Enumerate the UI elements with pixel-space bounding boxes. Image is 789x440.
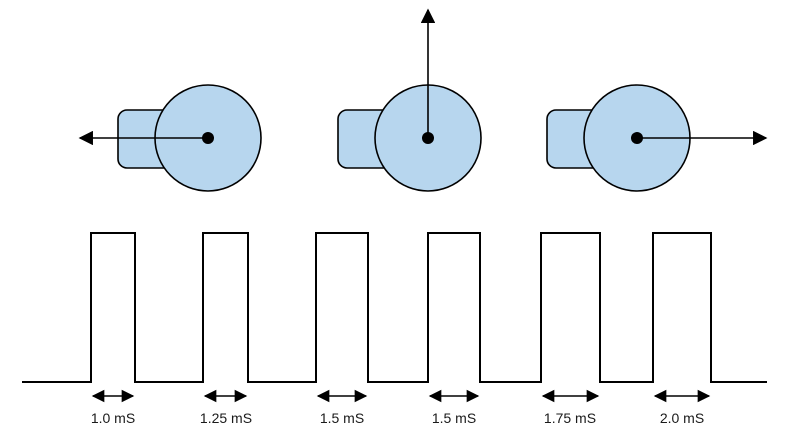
servo-right bbox=[546, 84, 768, 192]
pivot-dot bbox=[202, 132, 214, 144]
pulse-label: 1.5 mS bbox=[432, 410, 476, 426]
pulse-label: 1.0 mS bbox=[91, 410, 135, 426]
pulse-label: 1.75 mS bbox=[544, 410, 596, 426]
servo-center bbox=[337, 8, 482, 192]
pulse-label: 2.0 mS bbox=[660, 410, 704, 426]
pivot-dot bbox=[422, 132, 434, 144]
pulse-waveform bbox=[22, 232, 767, 383]
servo-left bbox=[78, 84, 262, 192]
pulse-width-labels: 1.0 mS 1.25 mS 1.5 mS 1.5 mS 1.75 mS 2.0… bbox=[91, 410, 704, 426]
pulse-label: 1.25 mS bbox=[200, 410, 252, 426]
pulse-label: 1.5 mS bbox=[320, 410, 364, 426]
pivot-dot bbox=[631, 132, 643, 144]
